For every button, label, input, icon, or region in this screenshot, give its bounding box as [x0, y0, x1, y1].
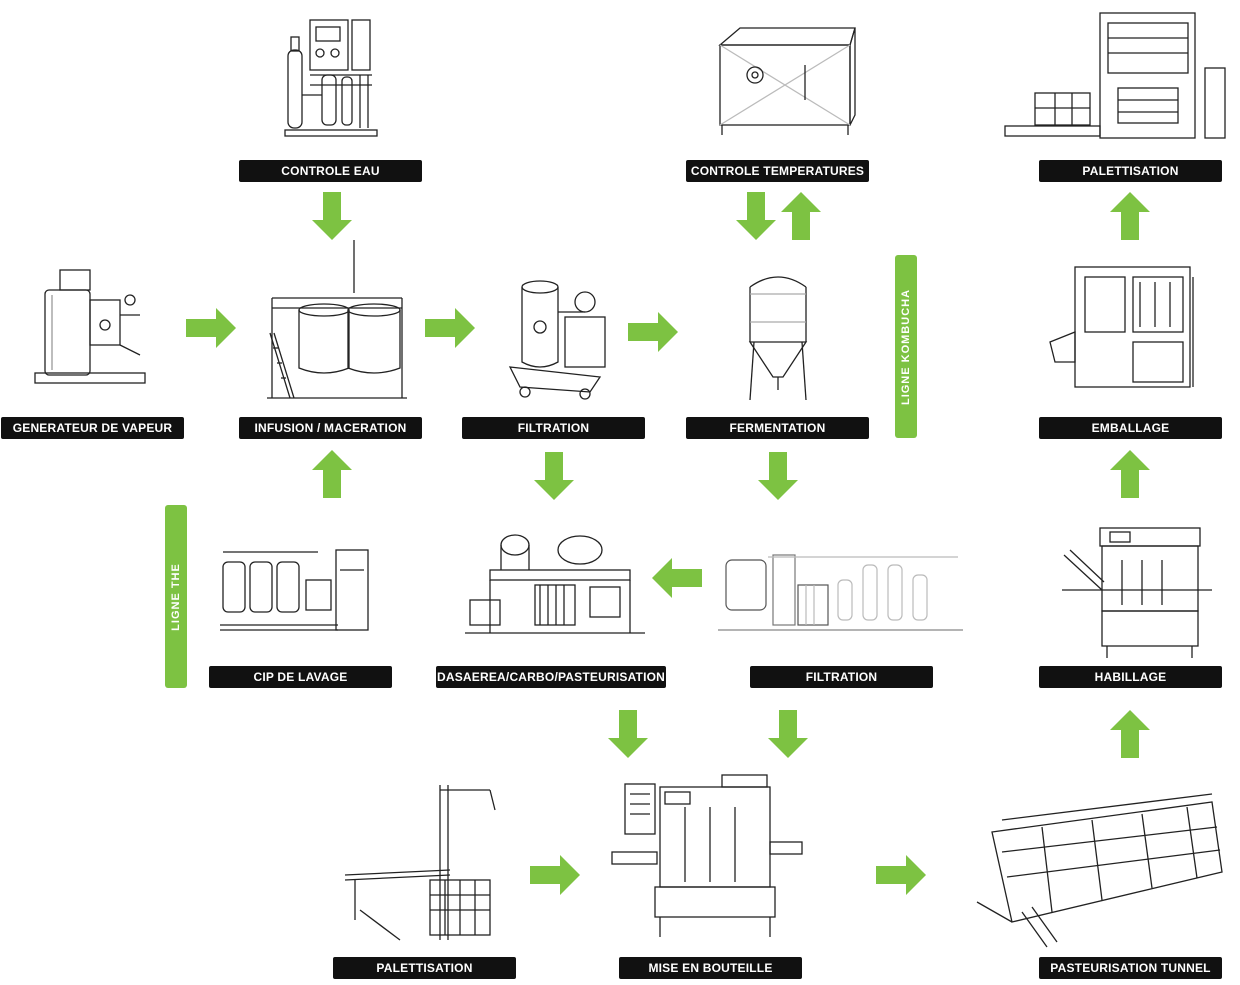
water-treatment-machine-icon	[284, 19, 378, 137]
arrow-down-icon	[608, 710, 648, 758]
label-pasteurisation-tunnel: PASTEURISATION TUNNEL	[1039, 957, 1222, 979]
arrow-down-icon	[736, 192, 776, 240]
arrow-left-icon	[652, 558, 702, 598]
arrow-up-icon	[312, 450, 352, 498]
arrow-right-icon	[186, 308, 236, 348]
arrow-down-icon	[768, 710, 808, 758]
label-filtration-mid: FILTRATION	[750, 666, 933, 688]
temperature-control-tank-icon	[718, 27, 856, 135]
arrow-right-icon	[628, 312, 678, 352]
bottling-machine-icon	[611, 774, 803, 937]
label-palettisation-bottom: PALETTISATION	[333, 957, 516, 979]
ligne-the-label: LIGNE THE	[170, 562, 182, 631]
arrow-down-icon	[534, 452, 574, 500]
label-mise-en-bouteille: MISE EN BOUTEILLE	[619, 957, 802, 979]
label-infusion-maceration: INFUSION / MACERATION	[239, 417, 422, 439]
arrow-up-icon	[1110, 450, 1150, 498]
label-generateur-vapeur: GENERATEUR DE VAPEUR	[1, 417, 184, 439]
fermenter-tank-icon	[748, 276, 808, 401]
label-cip-lavage: CIP DE LAVAGE	[209, 666, 392, 688]
arrow-down-icon	[758, 452, 798, 500]
arrow-right-icon	[876, 855, 926, 895]
labeling-machine-icon	[1062, 527, 1212, 658]
ligne-the-bar: LIGNE THE	[165, 505, 187, 688]
cip-station-icon	[220, 549, 369, 631]
label-palettisation-top: PALETTISATION	[1039, 160, 1222, 182]
tunnel-pasteurizer-icon	[976, 793, 1223, 948]
label-emballage: EMBALLAGE	[1039, 417, 1222, 439]
label-filtration-top: FILTRATION	[462, 417, 645, 439]
label-dasaerea: DASAEREA/CARBO/PASTEURISATION	[436, 666, 666, 688]
filtration-skid-icon	[718, 554, 963, 631]
arrow-right-icon	[530, 855, 580, 895]
palletizer-machine-icon	[1004, 12, 1226, 139]
ligne-kombucha-label: LIGNE KOMBUCHA	[900, 288, 912, 405]
steam-generator-icon	[34, 269, 146, 384]
brewhouse-icon	[267, 240, 407, 399]
label-habillage: HABILLAGE	[1039, 666, 1222, 688]
arrow-up-icon	[781, 192, 821, 240]
arrow-right-icon	[425, 308, 475, 348]
pasteurisation-skid-icon	[465, 534, 645, 634]
vertical-filter-icon	[508, 280, 606, 400]
arrow-up-icon	[1110, 192, 1150, 240]
arrow-down-icon	[312, 192, 352, 240]
label-controle-temperatures: CONTROLE TEMPERATURES	[686, 160, 869, 182]
arrow-up-icon	[1110, 710, 1150, 758]
palletizer-machine-icon	[344, 785, 496, 941]
label-fermentation: FERMENTATION	[686, 417, 869, 439]
ligne-kombucha-bar: LIGNE KOMBUCHA	[895, 255, 917, 438]
label-controle-eau: CONTROLE EAU	[239, 160, 422, 182]
packaging-machine-icon	[1049, 266, 1194, 388]
